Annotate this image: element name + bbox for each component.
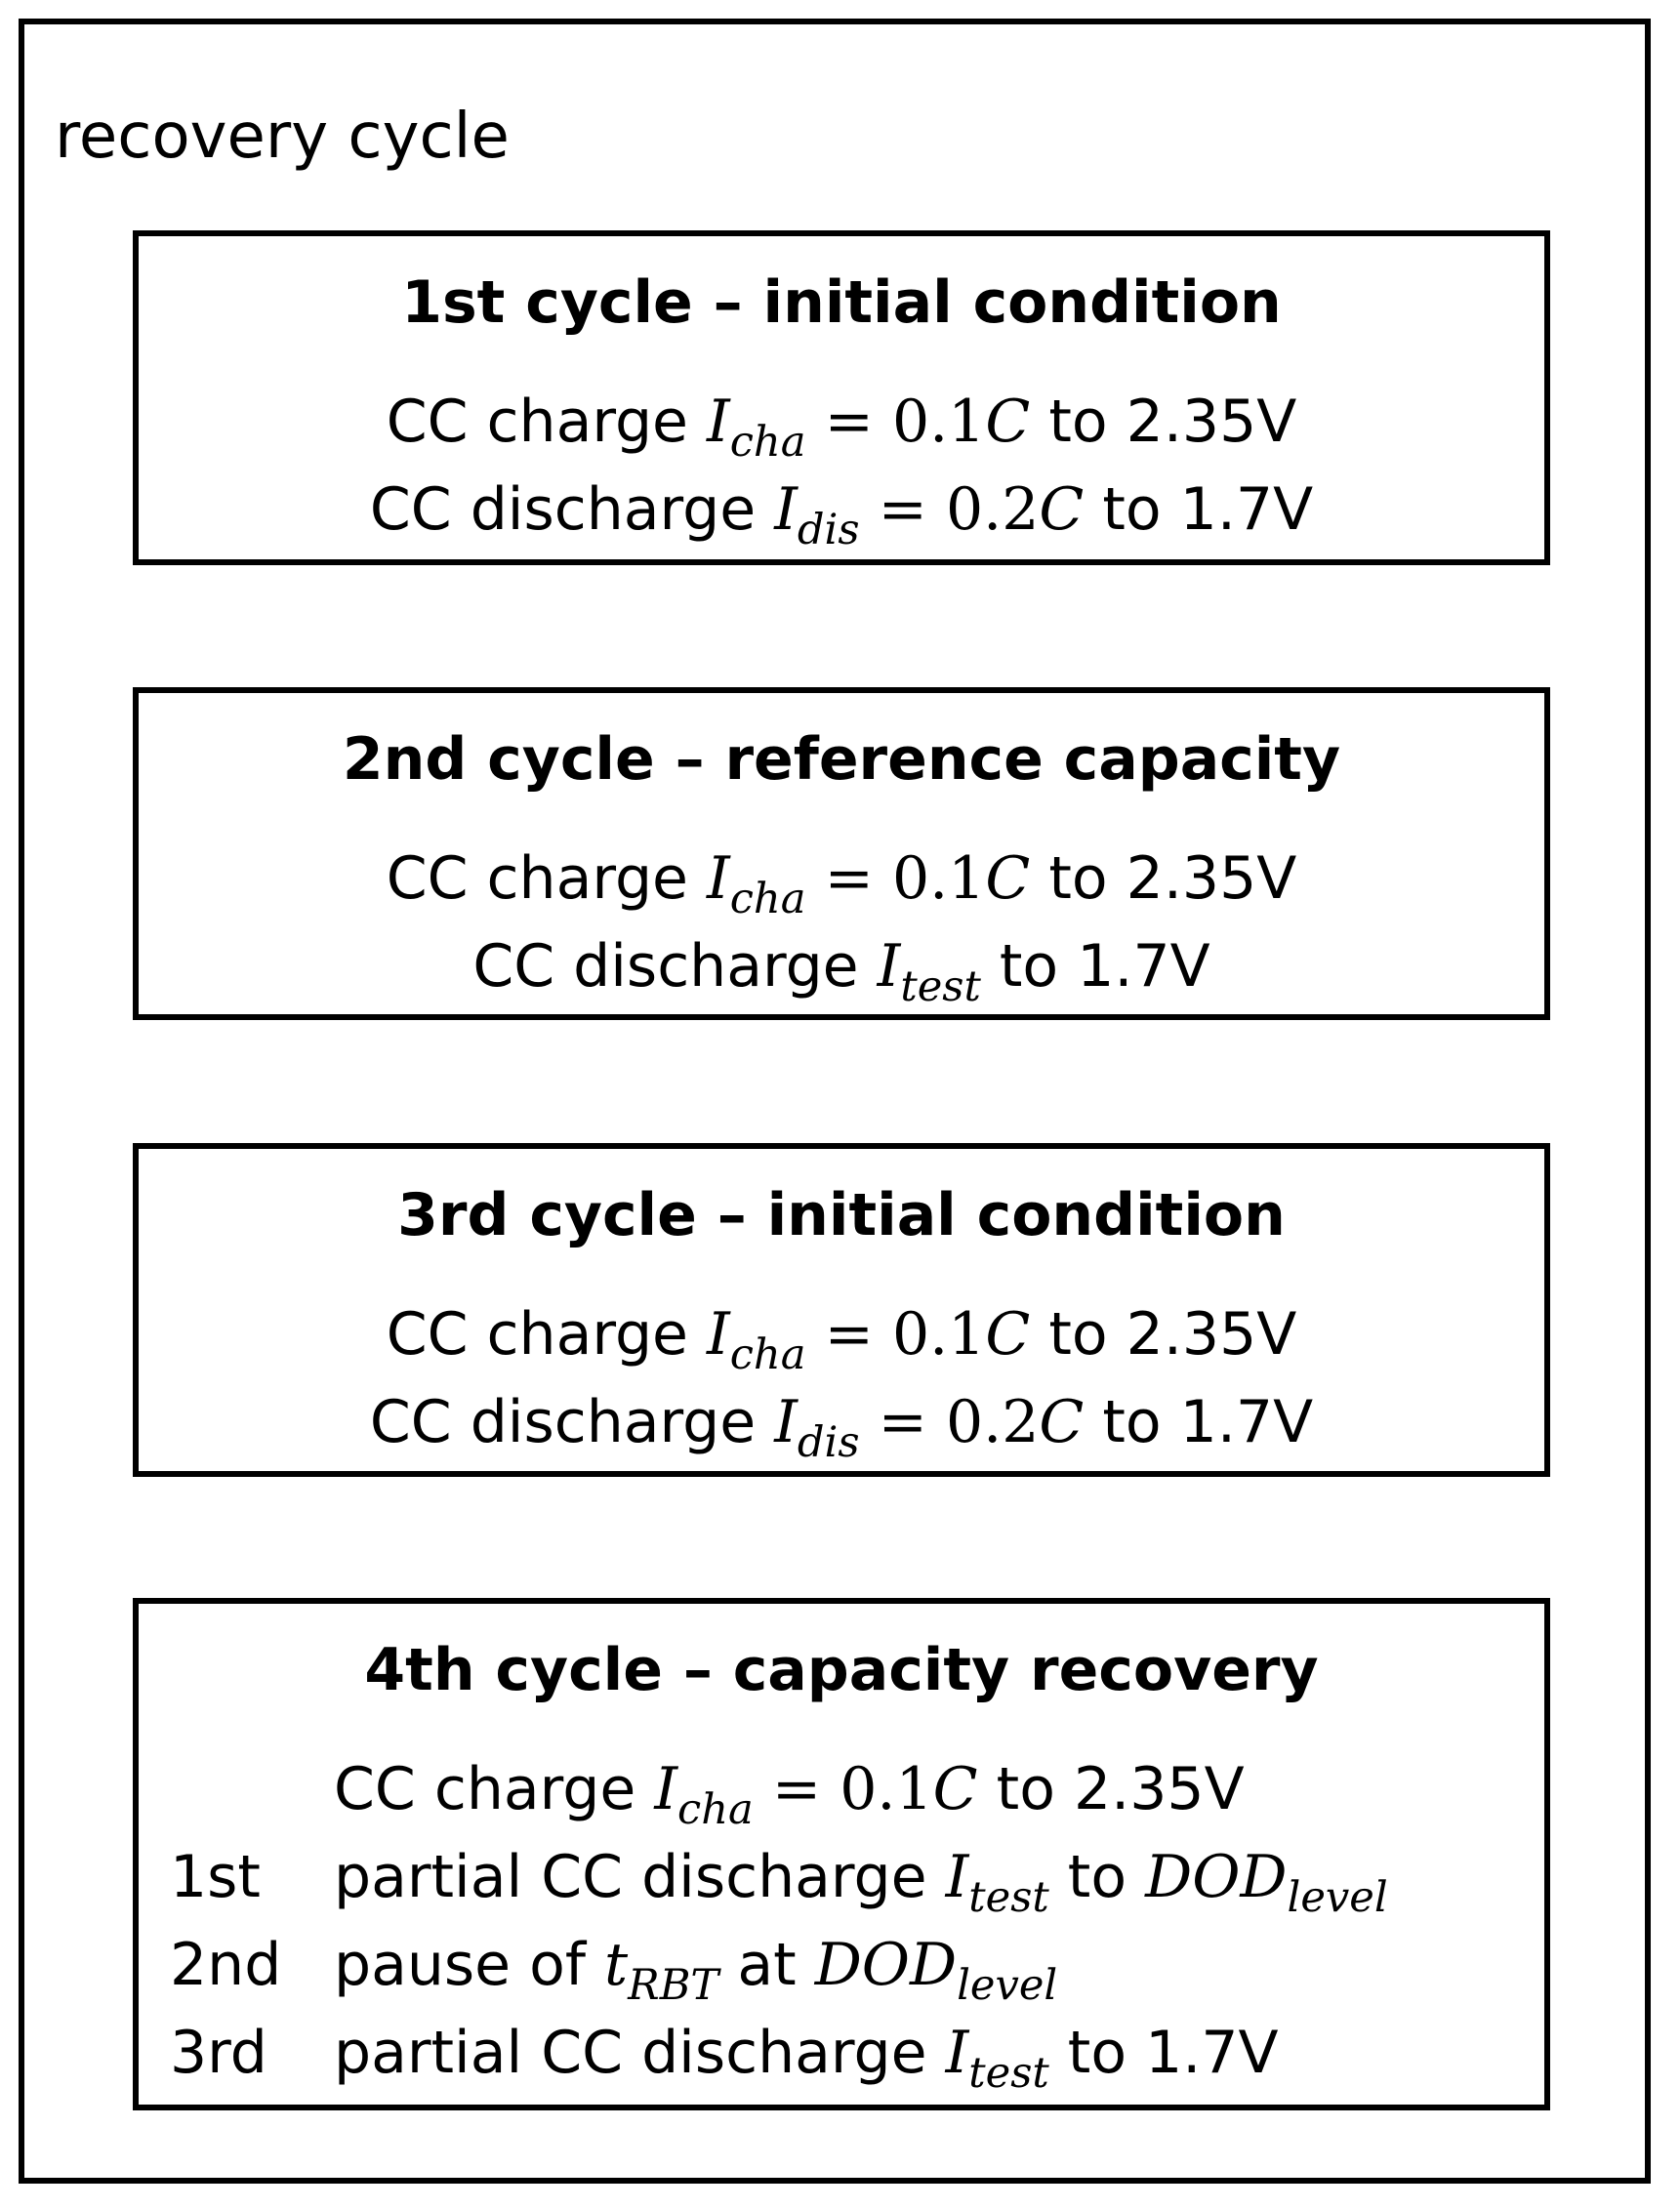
cycle-1-title: 1st cycle – initial condition <box>401 268 1282 337</box>
charge-relation: = <box>824 1300 874 1369</box>
discharge-rate: 0.2C <box>945 1388 1085 1456</box>
step-text: partial CC discharge Itest to DODlevel <box>334 1838 1388 1923</box>
discharge-prefix: CC discharge <box>472 932 859 1001</box>
step-target-symbol: DODlevel <box>1145 1843 1388 1923</box>
discharge-suffix: to 1.7V <box>1102 475 1314 544</box>
charge-relation: = <box>824 388 874 456</box>
cycle-2-title: 2nd cycle – reference capacity <box>342 725 1341 794</box>
step-label: 3rd <box>170 2019 267 2087</box>
step-prefix: pause of <box>334 1931 586 1999</box>
cycle-1-box: 1st cycle – initial condition CC charge … <box>133 230 1550 565</box>
step-connector: to <box>1067 1843 1127 1911</box>
charge-current-symbol: Icha <box>707 1300 806 1380</box>
step-suffix: to 1.7V <box>1067 2019 1279 2087</box>
discharge-relation: = <box>878 475 927 544</box>
discharge-current-symbol: Idis <box>774 1388 860 1468</box>
cycle-3-charge-line: CC charge Icha = 0.1C to 2.35V <box>139 1295 1544 1380</box>
charge-rate: 0.1C <box>840 1755 978 1823</box>
step-current-symbol: Itest <box>945 2019 1049 2099</box>
step-label: 2nd <box>170 1931 282 1999</box>
charge-suffix: to 2.35V <box>1048 1300 1297 1369</box>
cycle-3-box: 3rd cycle – initial condition CC charge … <box>133 1143 1550 1477</box>
diagram-title: recovery cycle <box>55 101 510 173</box>
cycle-1-discharge-line: CC discharge Idis = 0.2C to 1.7V <box>139 470 1544 555</box>
charge-suffix: to 2.35V <box>1048 388 1297 456</box>
discharge-relation: = <box>878 1388 927 1456</box>
charge-text: CC charge Icha = 0.1C to 2.35V <box>334 1750 1245 1835</box>
charge-suffix: to 2.35V <box>996 1755 1245 1823</box>
step-text: pause of tRBT at DODlevel <box>334 1926 1058 2011</box>
step-time-symbol: tRBT <box>604 1931 719 2011</box>
charge-rate: 0.1C <box>891 1300 1031 1369</box>
charge-prefix: CC charge <box>386 388 688 456</box>
discharge-suffix: to 1.7V <box>999 932 1210 1001</box>
recovery-cycle-frame <box>19 19 1651 2184</box>
charge-current-symbol: Icha <box>707 844 806 924</box>
charge-rate: 0.1C <box>891 844 1031 913</box>
charge-prefix: CC charge <box>386 1300 688 1369</box>
cycle-4-box: 4th cycle – capacity recovery CC charge … <box>133 1598 1550 2110</box>
discharge-rate: 0.2C <box>945 475 1085 544</box>
charge-prefix: CC charge <box>386 844 688 913</box>
charge-prefix: CC charge <box>334 1755 636 1823</box>
step-prefix: partial CC discharge <box>334 1843 927 1911</box>
charge-suffix: to 2.35V <box>1048 844 1297 913</box>
cycle-4-title: 4th cycle – capacity recovery <box>364 1636 1319 1704</box>
step-connector: at <box>737 1931 797 1999</box>
discharge-current-symbol: Idis <box>774 475 860 555</box>
discharge-prefix: CC discharge <box>369 1388 757 1456</box>
step-prefix: partial CC discharge <box>334 2019 927 2087</box>
charge-rate: 0.1C <box>891 388 1031 456</box>
step-target-symbol: DODlevel <box>814 1931 1058 2011</box>
cycle-3-discharge-line: CC discharge Idis = 0.2C to 1.7V <box>139 1383 1544 1468</box>
cycle-1-charge-line: CC charge Icha = 0.1C to 2.35V <box>139 383 1544 468</box>
step-text: partial CC discharge Itest to 1.7V <box>334 2014 1279 2099</box>
charge-current-symbol: Icha <box>654 1755 754 1835</box>
cycle-2-box: 2nd cycle – reference capacity CC charge… <box>133 687 1550 1020</box>
discharge-current-symbol: Itest <box>877 932 981 1012</box>
step-current-symbol: Itest <box>945 1843 1049 1923</box>
cycle-2-discharge-line: CC discharge Itest to 1.7V <box>139 927 1544 1012</box>
discharge-prefix: CC discharge <box>369 475 757 544</box>
charge-relation: = <box>771 1755 822 1823</box>
cycle-3-title: 3rd cycle – initial condition <box>397 1181 1286 1249</box>
discharge-suffix: to 1.7V <box>1102 1388 1314 1456</box>
step-label: 1st <box>170 1843 261 1911</box>
charge-relation: = <box>824 844 874 913</box>
cycle-2-charge-line: CC charge Icha = 0.1C to 2.35V <box>139 839 1544 924</box>
charge-current-symbol: Icha <box>707 388 806 468</box>
